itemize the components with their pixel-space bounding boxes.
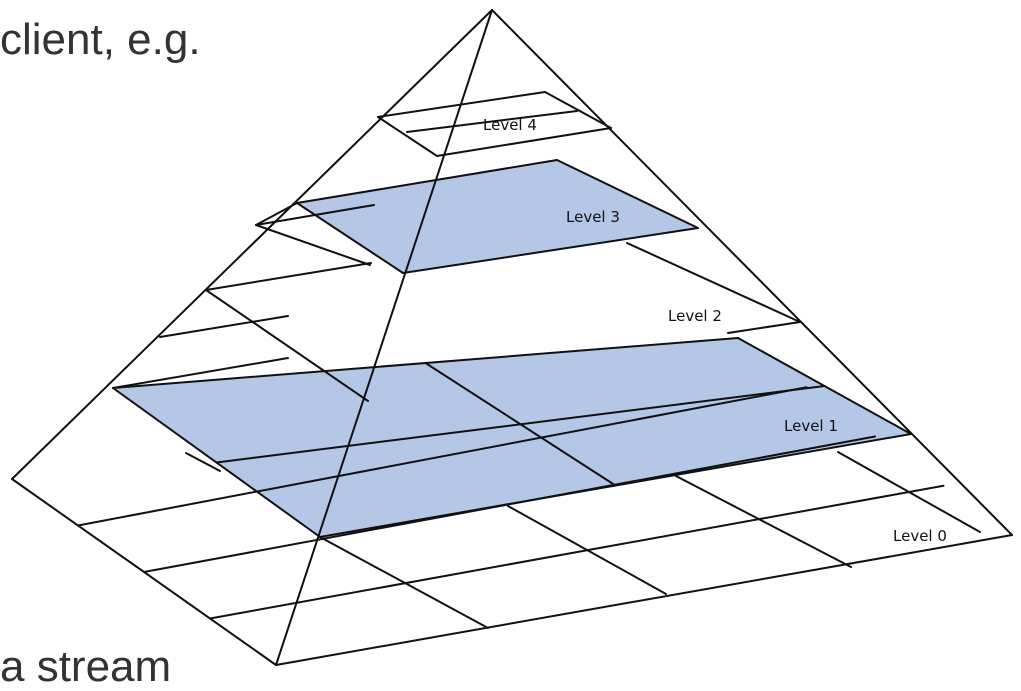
pyramid-edge-front — [275, 9, 493, 666]
level-3-edge — [255, 202, 298, 226]
level-1-grid — [424, 362, 617, 487]
level-0-grid — [507, 505, 667, 595]
pyramid-edge-left — [11, 9, 493, 480]
pyramid-base-right — [275, 534, 1013, 666]
level-2-edge — [205, 289, 369, 402]
level-4-edge — [377, 91, 546, 118]
level-3-label: Level 3 — [566, 208, 620, 226]
level-2-edge — [727, 321, 801, 334]
level-2-edge — [626, 242, 801, 323]
level-4-label: Level 4 — [483, 116, 537, 134]
level-3-edge — [556, 159, 699, 229]
level-4-grid — [406, 110, 578, 133]
pyramid-diagram: Level 4 Level 3 Level 2 Level 1 Level 0 — [11, 9, 1013, 666]
level-0-label: Level 0 — [893, 527, 947, 545]
level-1-edge — [112, 357, 289, 389]
level-0-grid — [143, 435, 876, 573]
level-0-grid — [675, 475, 852, 568]
level-0-grid — [319, 536, 489, 629]
slide-text-top: client, e.g. — [0, 15, 201, 64]
level-1-fill — [113, 338, 911, 537]
level-0-grid — [77, 386, 808, 527]
level-0-grid — [185, 452, 221, 472]
level-3-fill — [297, 160, 698, 273]
level-3-edge — [255, 224, 371, 266]
level-4-edge — [436, 127, 612, 157]
level-3-edge — [296, 159, 558, 204]
level-4-edge — [544, 91, 612, 129]
level-0-grid — [209, 484, 945, 620]
level-3-edge — [402, 227, 699, 274]
level-2-edge — [205, 262, 372, 291]
level-4-edge — [377, 116, 438, 157]
level-0-grid — [837, 451, 981, 533]
level-2-label: Level 2 — [668, 307, 722, 325]
level-1-label: Level 1 — [784, 417, 838, 435]
pyramid-edge-right — [491, 9, 1013, 536]
level-3-edge — [255, 204, 375, 226]
level-2-edge — [159, 315, 289, 338]
